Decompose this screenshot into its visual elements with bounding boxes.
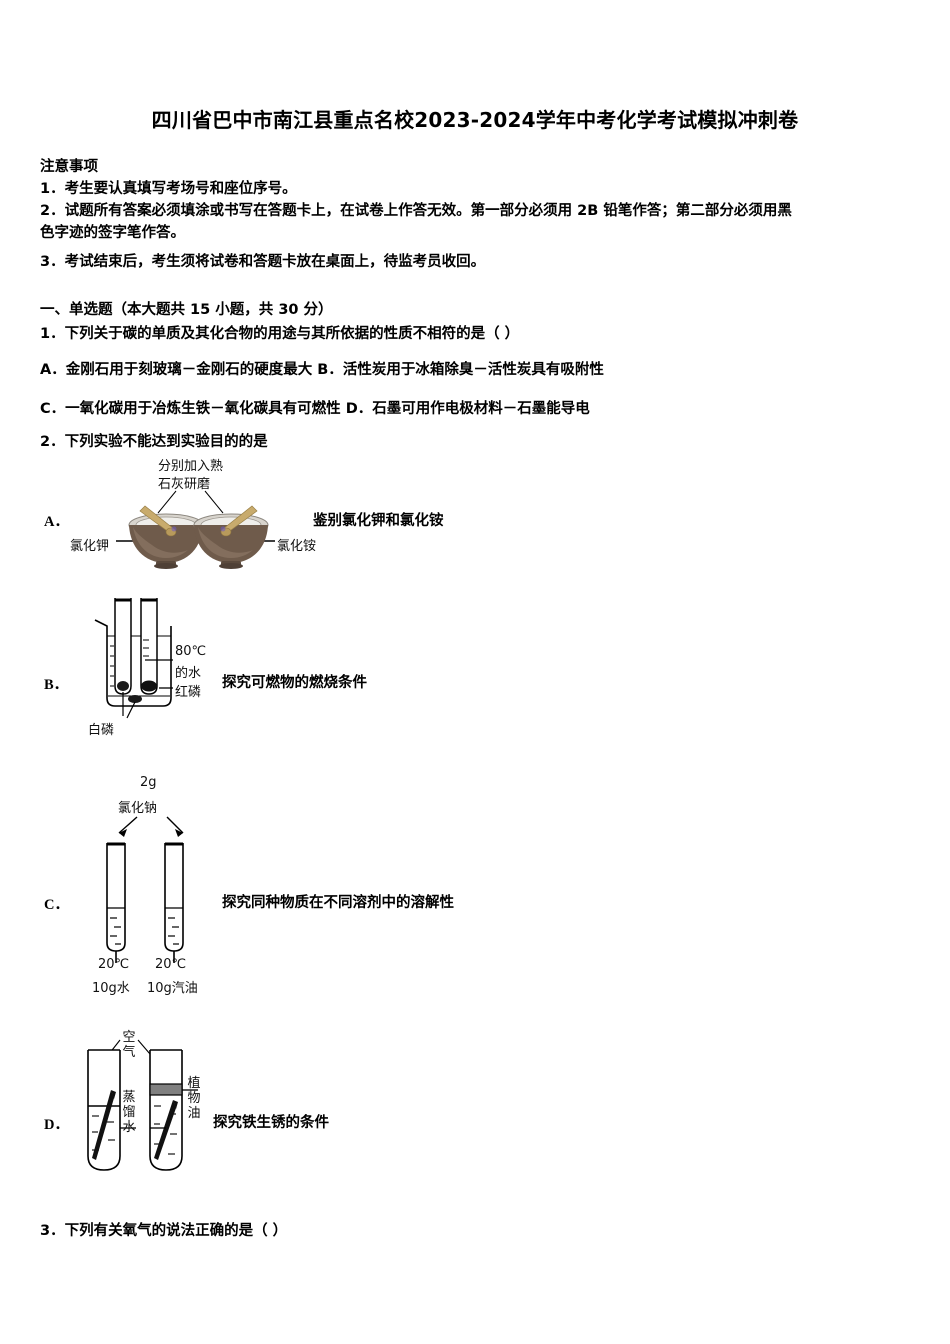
question-2-stem: 2．下列实验不能达到实验目的的是	[40, 430, 268, 451]
question-1-number: 1．	[40, 326, 65, 342]
question-3-text: 下列有关氧气的说法正确的是（ ）	[64, 1223, 288, 1239]
figure-a-graphic	[116, 490, 275, 569]
figure-option-a: 分别加入熟 石灰研磨 氯化钾 氯化铵	[70, 455, 370, 580]
question-3-stem: 3．下列有关氧气的说法正确的是（ ）	[40, 1219, 287, 1240]
mortar-left-icon	[128, 505, 204, 569]
figure-b-water-line2: 的水	[175, 666, 202, 681]
notice-item-2: 2．试题所有答案必须填涂或书写在答题卡上，在试卷上作答无效。第一部分必须用 2B…	[40, 203, 792, 219]
option-a-description: 鉴别氯化钾和氯化铵	[313, 513, 444, 529]
figure-a-left-label: 氯化钾	[70, 539, 110, 554]
figure-c-substance-label: 氯化钠	[118, 801, 158, 816]
figure-b-white-phosphorus-label: 白磷	[88, 723, 115, 738]
option-c-description: 探究同种物质在不同溶剂中的溶解性	[222, 895, 454, 911]
figure-d-distilled-water-label: 蒸馏水	[122, 1090, 136, 1135]
mortar-right-icon	[193, 505, 269, 569]
question-1-stem: 1．下列关于碳的单质及其化合物的用途与其所依据的性质不相符的是（ ）	[40, 322, 519, 343]
section-heading: 一、单选题（本大题共 15 小题，共 30 分）	[40, 302, 333, 318]
figure-a-note-line1: 分别加入熟	[158, 459, 224, 474]
option-a-label: A．	[44, 514, 69, 530]
question-2-number: 2．	[40, 434, 65, 450]
option-d-label: D．	[44, 1117, 69, 1133]
notice-heading: 注意事项	[40, 159, 98, 175]
figure-a-note-line2: 石灰研磨	[158, 477, 211, 492]
question-3-number: 3．	[40, 1223, 65, 1239]
question-1-options-ab: A．金刚石用于刻玻璃－金刚石的硬度最大 B．活性炭用于冰箱除臭－活性炭具有吸附性	[40, 362, 604, 378]
figure-a-right-label: 氯化铵	[277, 539, 317, 554]
option-c-label: C．	[44, 897, 69, 913]
figure-c-graphic	[106, 816, 184, 963]
option-b-description: 探究可燃物的燃烧条件	[222, 675, 367, 691]
figure-c-mass-label: 2g	[140, 775, 157, 790]
page-title: 四川省巴中市南江县重点名校2023-2024学年中考化学考试模拟冲刺卷	[151, 108, 799, 132]
notice-item-2-cont: 色字迹的签字笔作答。	[40, 225, 185, 241]
figure-d-air-label: 空气	[122, 1030, 136, 1060]
figure-c-left-temp-label: 20℃	[98, 957, 130, 972]
figure-c-right-solvent-label: 10g汽油	[147, 981, 198, 996]
question-1-options-cd: C．一氧化碳用于冶炼生铁－氧化碳具有可燃性 D．石墨可用作电极材料－石墨能导电	[40, 401, 590, 417]
figure-option-c: 2g 氯化钠 20℃ 10g水 20℃ 10g汽油	[92, 775, 395, 1005]
figure-b-red-phosphorus-label: 红磷	[175, 685, 202, 700]
question-1-text: 下列关于碳的单质及其化合物的用途与其所依据的性质不相符的是（ ）	[64, 326, 520, 342]
option-d-description: 探究铁生锈的条件	[213, 1115, 329, 1131]
figure-c-left-solvent-label: 10g水	[92, 981, 130, 996]
figure-option-d: 空气 蒸馏水 植物油	[80, 1028, 380, 1188]
figure-d-vegetable-oil-label: 植物油	[187, 1076, 201, 1121]
figure-option-b: 80℃ 的水 红磷 白磷	[85, 598, 375, 743]
figure-b-graphic	[94, 598, 173, 719]
question-2-text: 下列实验不能达到实验目的的是	[64, 434, 268, 450]
figure-c-right-temp-label: 20℃	[155, 957, 187, 972]
option-b-label: B．	[44, 677, 69, 693]
figure-d-graphic	[87, 1039, 198, 1171]
notice-item-3: 3．考试结束后，考生须将试卷和答题卡放在桌面上，待监考员收回。	[40, 254, 486, 270]
notice-item-1: 1．考生要认真填写考场号和座位序号。	[40, 181, 297, 197]
figure-b-water-line1: 80℃	[175, 644, 207, 659]
